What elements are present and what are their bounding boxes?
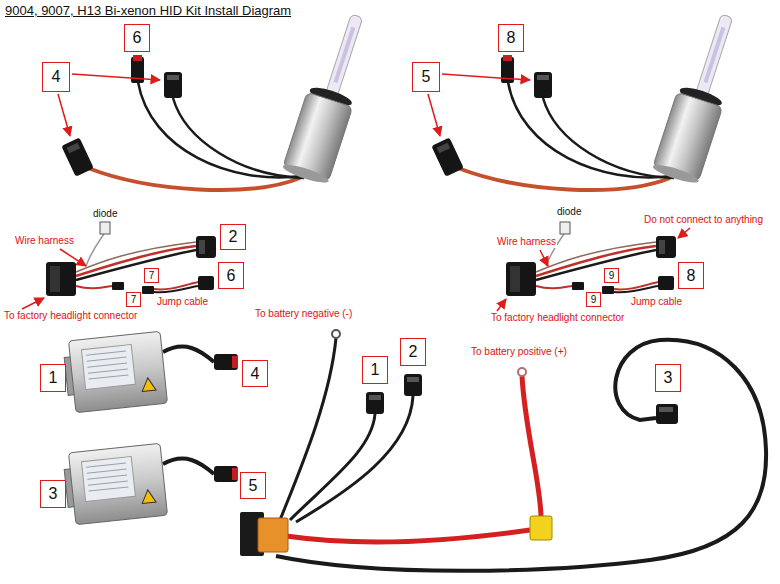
- callout-number: 2: [229, 229, 238, 245]
- part-label: Jump cable: [630, 296, 683, 308]
- diagram-title: 9004, 9007, H13 Bi-xenon HID Kit Install…: [5, 3, 291, 19]
- callout-box: 3: [655, 364, 681, 392]
- callout-number: 1: [49, 370, 58, 386]
- leader-arrows-part: [22, 298, 44, 309]
- relay-harness-part: [290, 414, 375, 520]
- callout-number: 9: [609, 271, 615, 281]
- part-label: Wire harness: [14, 235, 75, 247]
- callout-number: 6: [227, 268, 236, 284]
- callout-box: 9: [586, 292, 601, 307]
- relay-harness-part: [407, 377, 419, 382]
- leader-arrows: [22, 74, 690, 311]
- bulb-kit: [61, 8, 380, 190]
- callout-box: 9: [604, 268, 619, 283]
- callout-number: 7: [149, 271, 155, 281]
- callout-box: 8: [498, 24, 524, 52]
- relay-harness-part: [280, 338, 336, 520]
- callout-number: 4: [52, 69, 61, 85]
- relay-harness-part: [522, 376, 541, 516]
- callout-box: 1: [362, 356, 388, 384]
- callout-box: 5: [412, 62, 440, 92]
- callout-number: 5: [422, 69, 431, 85]
- part-label: To battery negative (-): [254, 308, 353, 320]
- callout-box: 4: [42, 62, 70, 92]
- callout-box: 3: [40, 480, 66, 508]
- relay-harness-part: [366, 392, 384, 414]
- ballast: [63, 443, 238, 525]
- leader-arrows-part: [428, 94, 440, 136]
- callout-box: 2: [220, 224, 246, 250]
- leader-arrows-part: [58, 94, 70, 136]
- leader-arrows-part: [678, 228, 690, 238]
- callout-number: 6: [133, 30, 142, 46]
- callout-number: 5: [249, 478, 258, 494]
- callout-box: 4: [242, 360, 268, 387]
- leader-arrows-part: [442, 74, 530, 80]
- callout-number: 8: [507, 30, 516, 46]
- wire-harness: [506, 222, 676, 296]
- callout-number: 9: [591, 295, 597, 305]
- callout-number: 1: [371, 362, 380, 378]
- part-label: diode: [556, 206, 582, 218]
- part-label: Wire harness: [496, 236, 557, 248]
- leader-arrows-part: [60, 249, 86, 266]
- callout-box: 2: [400, 338, 426, 366]
- callout-number: 7: [131, 295, 137, 305]
- bulb-kit: [431, 8, 750, 190]
- part-label: diode: [92, 208, 118, 220]
- callout-number: 3: [49, 486, 58, 502]
- relay-harness-part: [518, 368, 526, 376]
- leader-arrows-part: [72, 74, 160, 80]
- part-label: To factory headlight connector: [3, 310, 138, 322]
- leader-arrows-part: [540, 250, 548, 266]
- relay-harness-part: [286, 530, 530, 542]
- callout-number: 3: [664, 370, 673, 386]
- relay-harness-part: [276, 340, 766, 571]
- wire-harness: [46, 222, 216, 296]
- part-label: To factory headlight connector: [490, 312, 625, 324]
- callout-box: 1: [40, 364, 66, 392]
- relay-harness-part: [656, 404, 678, 424]
- callout-number: 8: [687, 268, 696, 284]
- part-label: To battery positive (+): [470, 346, 568, 358]
- callout-box: 6: [218, 262, 244, 289]
- part-label: Jump cable: [156, 296, 209, 308]
- relay-harness: [240, 330, 766, 571]
- part-label: Do not connect to anything: [643, 214, 764, 226]
- callout-number: 2: [409, 344, 418, 360]
- callout-box: 5: [240, 472, 266, 499]
- callout-box: 7: [126, 292, 141, 307]
- callout-box: 8: [678, 262, 704, 289]
- relay-harness-part: [369, 395, 381, 400]
- relay-harness-part: [404, 374, 422, 396]
- relay-harness-part: [332, 330, 340, 338]
- relay-harness-part: [659, 407, 673, 412]
- relay-harness-part: [530, 516, 552, 540]
- callout-box: 7: [144, 268, 159, 283]
- ballast: [63, 331, 238, 413]
- callout-number: 4: [251, 366, 260, 382]
- relay-harness-part: [296, 396, 413, 522]
- leader-arrows-part: [497, 299, 506, 311]
- callout-box: 6: [124, 24, 150, 52]
- relay-harness-part: [258, 518, 288, 552]
